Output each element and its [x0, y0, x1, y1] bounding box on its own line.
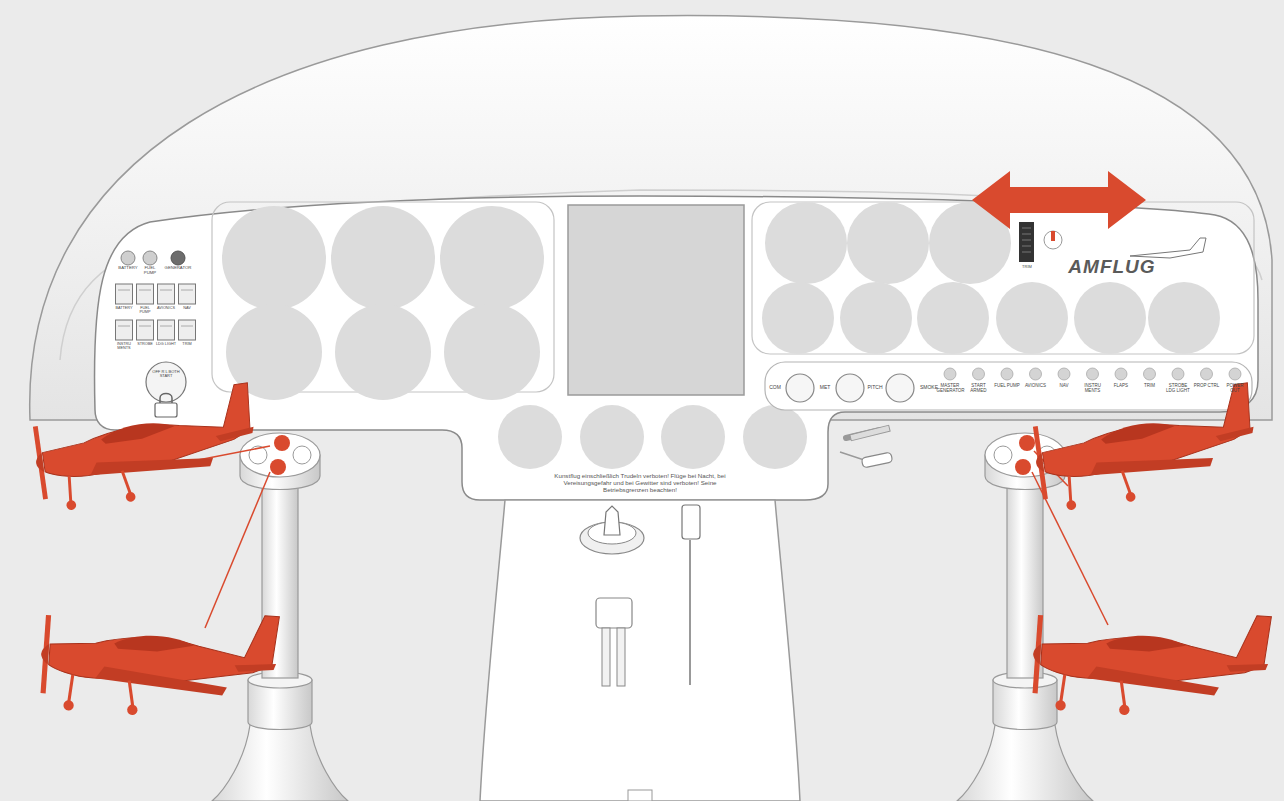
knob-label: MET	[815, 385, 835, 391]
knob-label: COM	[766, 385, 784, 391]
indicator-label: FUEL PUMP	[140, 266, 160, 276]
warning-light-label: AVIONICS	[1022, 383, 1049, 388]
logo: AMFLUG	[1057, 256, 1167, 277]
switch-label: FUEL PUMP	[135, 306, 155, 315]
switch-label: STROBE	[135, 342, 155, 346]
switch-label: BATTERY	[114, 306, 134, 310]
warning-light-label: MASTER GENERATOR	[937, 383, 964, 393]
warning-light-label: FUEL PUMP	[994, 383, 1021, 388]
warning-light-label: PROP CTRL	[1193, 383, 1220, 388]
key-switch-label: OFF R L BOTH START	[151, 370, 181, 379]
warning-light-label: STROBE LDG LIGHT	[1165, 383, 1192, 393]
switch-label: AVIONICS	[156, 306, 177, 310]
warning-light-label: TRIM	[1136, 383, 1163, 388]
warning-light-label: POWER OUT	[1222, 383, 1249, 393]
warning-light-label: NAV	[1051, 383, 1078, 388]
warning-light-label: START ARMED	[965, 383, 992, 393]
switch-label: NAV	[177, 306, 197, 310]
switch-label: INSTRU MENTS	[114, 342, 134, 351]
indicator-label: GENERATOR	[164, 266, 192, 271]
warning-light-label: FLAPS	[1108, 383, 1135, 388]
indicator-label: BATTERY	[117, 266, 139, 271]
switch-label: TRIM	[177, 342, 197, 346]
warning-light-label: INSTRU MENTS	[1079, 383, 1106, 393]
trim-label: TRIM	[1017, 265, 1037, 269]
placard-text: Kunstflug einschließlich Trudeln verbote…	[545, 473, 735, 494]
switch-label: LDG LIGHT	[156, 342, 177, 346]
knob-label: PITCH	[865, 385, 885, 391]
